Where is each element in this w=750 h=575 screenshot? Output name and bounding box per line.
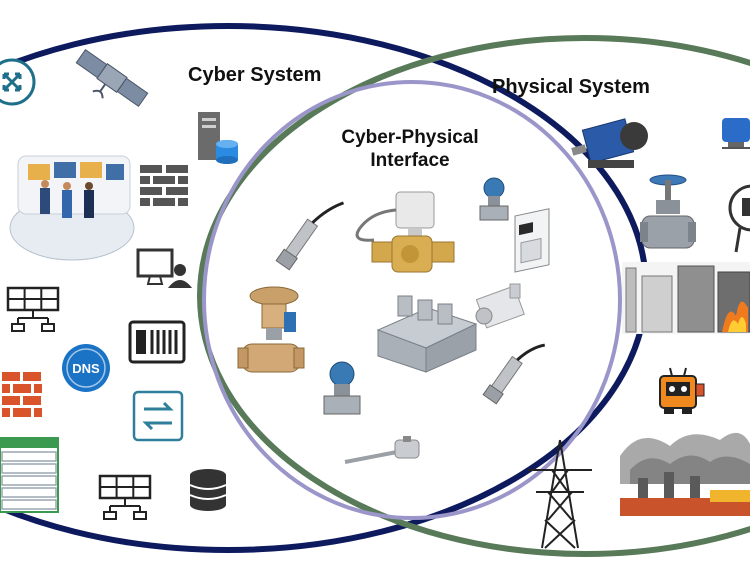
interface-label-line2: Interface [370, 150, 450, 171]
robot-icon [659, 367, 705, 414]
pressure-transmitter-icon [323, 361, 361, 415]
manifold-block-icon [376, 295, 478, 373]
servo-motor-icon [475, 283, 525, 329]
server-database-icon [198, 112, 238, 164]
operator-workstation-icon [136, 248, 192, 288]
furnace-plant-icon [622, 262, 750, 334]
network-topology-icon [98, 474, 152, 520]
satellite-icon [75, 48, 149, 108]
database-icon [189, 469, 227, 511]
factory-smokestack-icon [620, 432, 750, 516]
power-pylon-icon [528, 439, 592, 549]
cyber-system-label: Cyber System [188, 64, 322, 86]
pump-icon [722, 118, 750, 149]
pressure-transmitter-icon [479, 177, 509, 221]
interface-ring [202, 80, 622, 520]
plc-rack-icon [128, 320, 186, 364]
interface-label-line1: Cyber-Physical [341, 127, 479, 148]
network-topology-icon [6, 286, 60, 332]
pressure-sensor-icon [482, 343, 546, 405]
router-icon [0, 58, 36, 106]
servo-drive-icon [514, 208, 550, 273]
pressure-sensor-icon [275, 201, 345, 271]
actuator-valve-icon [355, 191, 455, 273]
firewall-icon [2, 372, 42, 417]
control-room-icon [9, 155, 135, 261]
physical-system-label: Physical System [492, 76, 650, 98]
firewall-icon [140, 165, 188, 207]
physical-system-ring [197, 35, 750, 557]
dns-icon-label: DNS [72, 361, 100, 376]
server-rack-icon [0, 437, 59, 513]
gate-valve-icon [640, 174, 696, 249]
control-valve-icon [237, 286, 305, 373]
thermocouple-icon [344, 436, 420, 464]
electric-motor-icon [571, 118, 648, 168]
dns-icon: DNS [62, 344, 110, 392]
switch-icon [132, 390, 184, 442]
boiler-icon [728, 184, 750, 253]
